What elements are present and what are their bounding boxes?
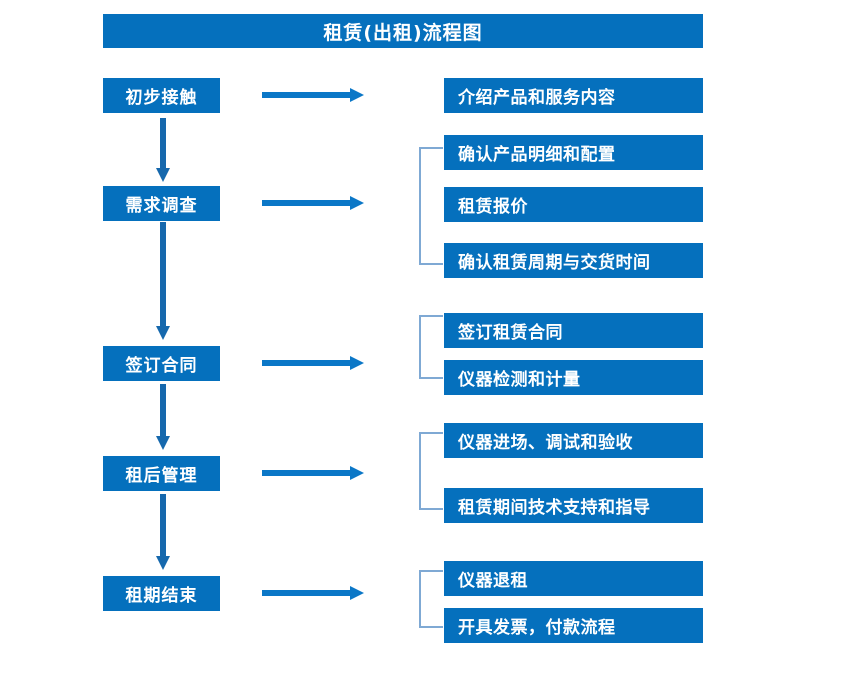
stage-box-zuhouguanli[interactable]: 租后管理 [103,456,220,491]
detail-box-yiqijiancehejiliang[interactable]: 仪器检测和计量 [444,360,703,395]
stage-box-xuqiudiaocha[interactable]: 需求调查 [103,186,220,221]
detail-box-zulinqijian[interactable]: 租赁期间技术支持和指导 [444,488,703,523]
group-bracket-icon-1 [417,147,445,265]
vertical-arrow-icon-3 [153,384,173,452]
group-bracket-icon-4 [417,570,445,628]
detail-box-querenzulinzhouqi[interactable]: 确认租赁周期与交货时间 [444,243,703,278]
detail-box-kaijufapiao[interactable]: 开具发票，付款流程 [444,608,703,643]
horizontal-arrow-icon-2 [262,195,364,211]
stage-box-chubujiechu[interactable]: 初步接触 [103,78,220,113]
group-bracket-icon-2 [417,315,445,379]
detail-box-qiandingzulinhetong[interactable]: 签订租赁合同 [444,313,703,348]
stage-box-zuqijieshu[interactable]: 租期结束 [103,576,220,611]
detail-box-querenchanpin[interactable]: 确认产品明细和配置 [444,135,703,170]
detail-box-jieshaochanpin[interactable]: 介绍产品和服务内容 [444,78,703,113]
horizontal-arrow-icon-1 [262,87,364,103]
group-bracket-icon-3 [417,432,445,510]
horizontal-arrow-icon-5 [262,585,364,601]
stage-box-qiandinghetong[interactable]: 签订合同 [103,346,220,381]
detail-box-zulinbaojia[interactable]: 租赁报价 [444,187,703,222]
detail-box-yiqituizu[interactable]: 仪器退租 [444,561,703,596]
page-title: 租赁(出租)流程图 [103,14,703,48]
horizontal-arrow-icon-4 [262,465,364,481]
vertical-arrow-icon-4 [153,494,173,572]
horizontal-arrow-icon-3 [262,355,364,371]
detail-box-yiqijinchang[interactable]: 仪器进场、调试和验收 [444,423,703,458]
vertical-arrow-icon-1 [153,118,173,184]
vertical-arrow-icon-2 [153,222,173,342]
